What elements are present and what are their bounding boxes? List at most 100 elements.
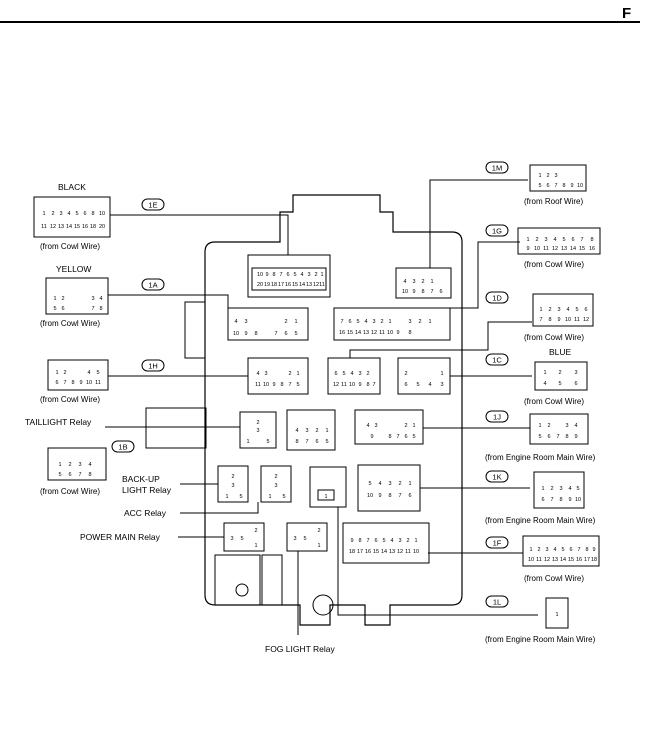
svg-text:8: 8 [590, 237, 593, 243]
svg-text:12: 12 [50, 224, 56, 230]
svg-text:(from Cowl Wire): (from Cowl Wire) [524, 574, 584, 583]
svg-text:7: 7 [288, 382, 291, 388]
svg-text:2: 2 [404, 371, 407, 377]
svg-text:8: 8 [585, 547, 588, 553]
svg-text:13: 13 [58, 224, 64, 230]
svg-text:3: 3 [230, 536, 233, 542]
svg-text:2: 2 [254, 528, 257, 534]
svg-text:4: 4 [364, 319, 367, 325]
svg-text:14: 14 [560, 557, 566, 563]
svg-text:16: 16 [589, 246, 595, 252]
svg-text:1H: 1H [148, 362, 158, 371]
svg-text:1: 1 [53, 296, 56, 302]
page-letter: F [622, 5, 631, 22]
svg-text:9: 9 [265, 272, 268, 278]
svg-text:4: 4 [378, 481, 381, 487]
svg-text:1: 1 [414, 538, 417, 544]
svg-text:6: 6 [571, 237, 574, 243]
svg-text:9: 9 [526, 246, 529, 252]
svg-text:(from Cowl Wire): (from Cowl Wire) [40, 487, 100, 496]
svg-text:1: 1 [538, 173, 541, 179]
svg-text:11: 11 [319, 282, 325, 288]
svg-text:5: 5 [342, 371, 345, 377]
svg-text:9: 9 [370, 434, 373, 440]
svg-text:6: 6 [315, 439, 318, 445]
svg-text:1: 1 [42, 211, 45, 217]
svg-text:10: 10 [263, 382, 269, 388]
svg-text:1: 1 [543, 370, 546, 376]
svg-text:1L: 1L [493, 598, 501, 607]
svg-text:4: 4 [553, 547, 556, 553]
svg-text:5: 5 [294, 331, 297, 337]
svg-text:2: 2 [535, 237, 538, 243]
svg-text:3: 3 [574, 370, 577, 376]
svg-text:8: 8 [388, 493, 391, 499]
svg-text:11: 11 [341, 382, 347, 388]
tag-1K: 1K [485, 470, 509, 483]
svg-text:3: 3 [264, 371, 267, 377]
svg-text:10: 10 [575, 497, 581, 503]
svg-text:15: 15 [74, 224, 80, 230]
svg-text:9: 9 [568, 497, 571, 503]
svg-text:1G: 1G [492, 227, 502, 236]
svg-text:7: 7 [91, 306, 94, 312]
svg-text:2: 2 [550, 486, 553, 492]
svg-text:8: 8 [358, 538, 361, 544]
svg-text:2: 2 [231, 474, 234, 480]
svg-text:6: 6 [348, 319, 351, 325]
svg-text:6: 6 [584, 307, 587, 313]
svg-text:1: 1 [294, 319, 297, 325]
svg-text:4: 4 [300, 272, 303, 278]
svg-text:5: 5 [293, 272, 296, 278]
svg-text:7: 7 [63, 380, 66, 386]
svg-text:15: 15 [579, 246, 585, 252]
svg-text:2: 2 [548, 307, 551, 313]
svg-text:1F: 1F [493, 539, 502, 548]
svg-text:12: 12 [552, 246, 558, 252]
svg-text:1B: 1B [118, 443, 127, 452]
svg-text:1: 1 [538, 423, 541, 429]
svg-text:16: 16 [82, 224, 88, 230]
svg-text:(from Cowl Wire): (from Cowl Wire) [524, 397, 584, 406]
svg-text:14: 14 [299, 282, 305, 288]
svg-text:6: 6 [334, 371, 337, 377]
svg-text:4: 4 [553, 237, 556, 243]
svg-text:2: 2 [288, 371, 291, 377]
svg-text:5: 5 [412, 434, 415, 440]
svg-text:7: 7 [340, 319, 343, 325]
svg-text:8: 8 [565, 434, 568, 440]
tag-1L: 1L [485, 595, 509, 608]
svg-text:5: 5 [538, 434, 541, 440]
svg-text:5: 5 [282, 494, 285, 500]
label-backup-relay-line2: LIGHT Relay [122, 485, 172, 495]
svg-text:10: 10 [534, 246, 540, 252]
svg-text:12: 12 [397, 549, 403, 555]
svg-text:4: 4 [234, 319, 237, 325]
svg-text:11: 11 [574, 317, 580, 323]
svg-text:11: 11 [379, 330, 385, 336]
svg-text:6: 6 [546, 183, 549, 189]
svg-text:10: 10 [387, 330, 393, 336]
svg-text:7: 7 [550, 497, 553, 503]
svg-text:1: 1 [58, 462, 61, 468]
label-backup-relay-line1: BACK-UP [122, 474, 160, 484]
svg-text:7: 7 [372, 382, 375, 388]
svg-text:2: 2 [421, 279, 424, 285]
svg-text:13: 13 [306, 282, 312, 288]
svg-text:1A: 1A [148, 281, 157, 290]
svg-text:13: 13 [363, 330, 369, 336]
svg-text:1: 1 [408, 481, 411, 487]
